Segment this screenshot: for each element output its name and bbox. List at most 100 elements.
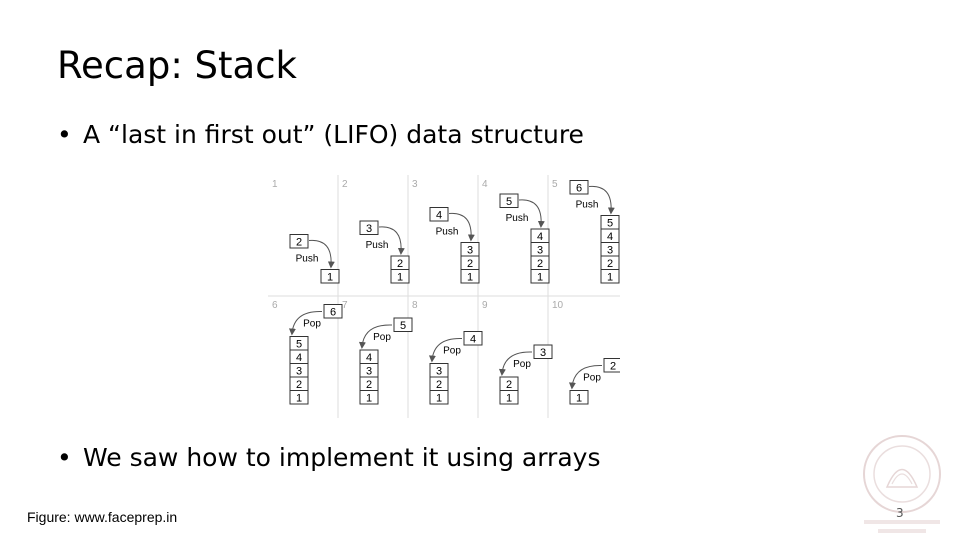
step-label: 1 [272,179,278,190]
step-label: 5 [552,179,558,190]
step-label: 7 [342,300,348,311]
slide-number: 3 [896,506,904,520]
stack-box-value: 3 [296,366,302,378]
popped-box [463,331,483,346]
stack-box [600,215,620,230]
step-label: 6 [272,300,278,311]
stack-box-value: 4 [607,231,613,243]
stack-box-value: 5 [296,339,302,351]
stack-box-value: 2 [506,379,512,391]
stack-box-value: 1 [296,393,302,405]
stack-box-value: 2 [467,258,473,270]
operation-label: Pop [583,373,601,384]
stack-box [429,363,449,378]
incoming-box-value: 5 [506,196,512,208]
operation-label: Push [506,213,529,224]
stack-box-value: 4 [296,352,302,364]
stack-box-value: 3 [436,366,442,378]
popped-box-value: 4 [470,334,476,346]
institute-seal-icon [863,435,941,533]
bullet-dot: • [57,120,72,149]
push-arrow [308,239,335,269]
stack-box-value: 1 [327,272,333,284]
incoming-box [429,207,449,222]
step-label: 10 [552,300,564,311]
stack-box-value: 2 [537,258,543,270]
step-label: 9 [482,300,488,311]
stack-box-value: 5 [607,218,613,230]
popped-box [533,344,553,359]
push-arrow [448,212,475,242]
operation-label: Pop [513,359,531,370]
operation-label: Pop [303,319,321,330]
stack-box [499,376,519,391]
popped-box [603,358,620,373]
stack-box [289,336,309,351]
stack-box [460,242,480,257]
popped-box-value: 3 [540,347,546,359]
bullet-item: • We saw how to implement it using arrays [57,443,600,472]
popped-box-value: 6 [330,307,336,319]
slide-title: Recap: Stack [57,44,297,87]
stack-box-value: 1 [467,272,473,284]
stack-box-value: 1 [397,272,403,284]
operation-label: Push [296,254,319,265]
diagram-grid [268,175,620,418]
stack-box [530,228,550,243]
stack-box-value: 2 [607,258,613,270]
operation-label: Push [436,227,459,238]
stack-box [320,269,340,284]
step-label: 4 [482,179,488,190]
push-arrow [588,185,615,215]
incoming-box-value: 6 [576,183,582,195]
incoming-box [359,220,379,235]
bullet-text: We saw how to implement it using arrays [83,443,601,472]
stack-box-value: 4 [366,352,372,364]
stack-box [390,255,410,270]
figure-caption: Figure: www.faceprep.in [27,509,178,525]
pop-arrow [288,310,323,336]
stack-box-value: 1 [366,393,372,405]
incoming-box [569,180,589,195]
incoming-box-value: 3 [366,223,372,235]
bullet-item: •A “last in first out” (LIFO) data struc… [57,120,584,149]
stack-box-value: 2 [296,379,302,391]
step-label: 2 [342,179,348,190]
incoming-box [289,234,309,249]
stack-box [359,349,379,364]
diagram-panels: 112Push2123Push31234Push412345Push512345… [272,179,620,405]
incoming-box-value: 2 [296,237,302,249]
stack-box-value: 3 [366,366,372,378]
operation-label: Push [366,240,389,251]
stack-box-value: 1 [607,272,613,284]
incoming-box-value: 4 [436,210,442,222]
pop-arrow [358,324,393,349]
push-arrow [378,226,405,255]
push-arrow [518,199,545,228]
popped-box [393,317,413,332]
step-label: 3 [412,179,418,190]
stack-box-value: 3 [467,245,473,257]
incoming-box [499,193,519,208]
bullet-dot: • [57,443,72,472]
operation-label: Pop [373,332,391,343]
stack-box-value: 2 [366,379,372,391]
step-label: 8 [412,300,418,311]
stack-box-value: 2 [397,258,403,270]
pop-arrow [568,364,603,390]
pop-arrow [498,351,533,376]
stack-box-value: 2 [436,379,442,391]
pop-arrow [428,337,463,363]
stack-box [569,390,589,405]
stack-box-value: 1 [436,393,442,405]
stack-box-value: 4 [537,231,543,243]
